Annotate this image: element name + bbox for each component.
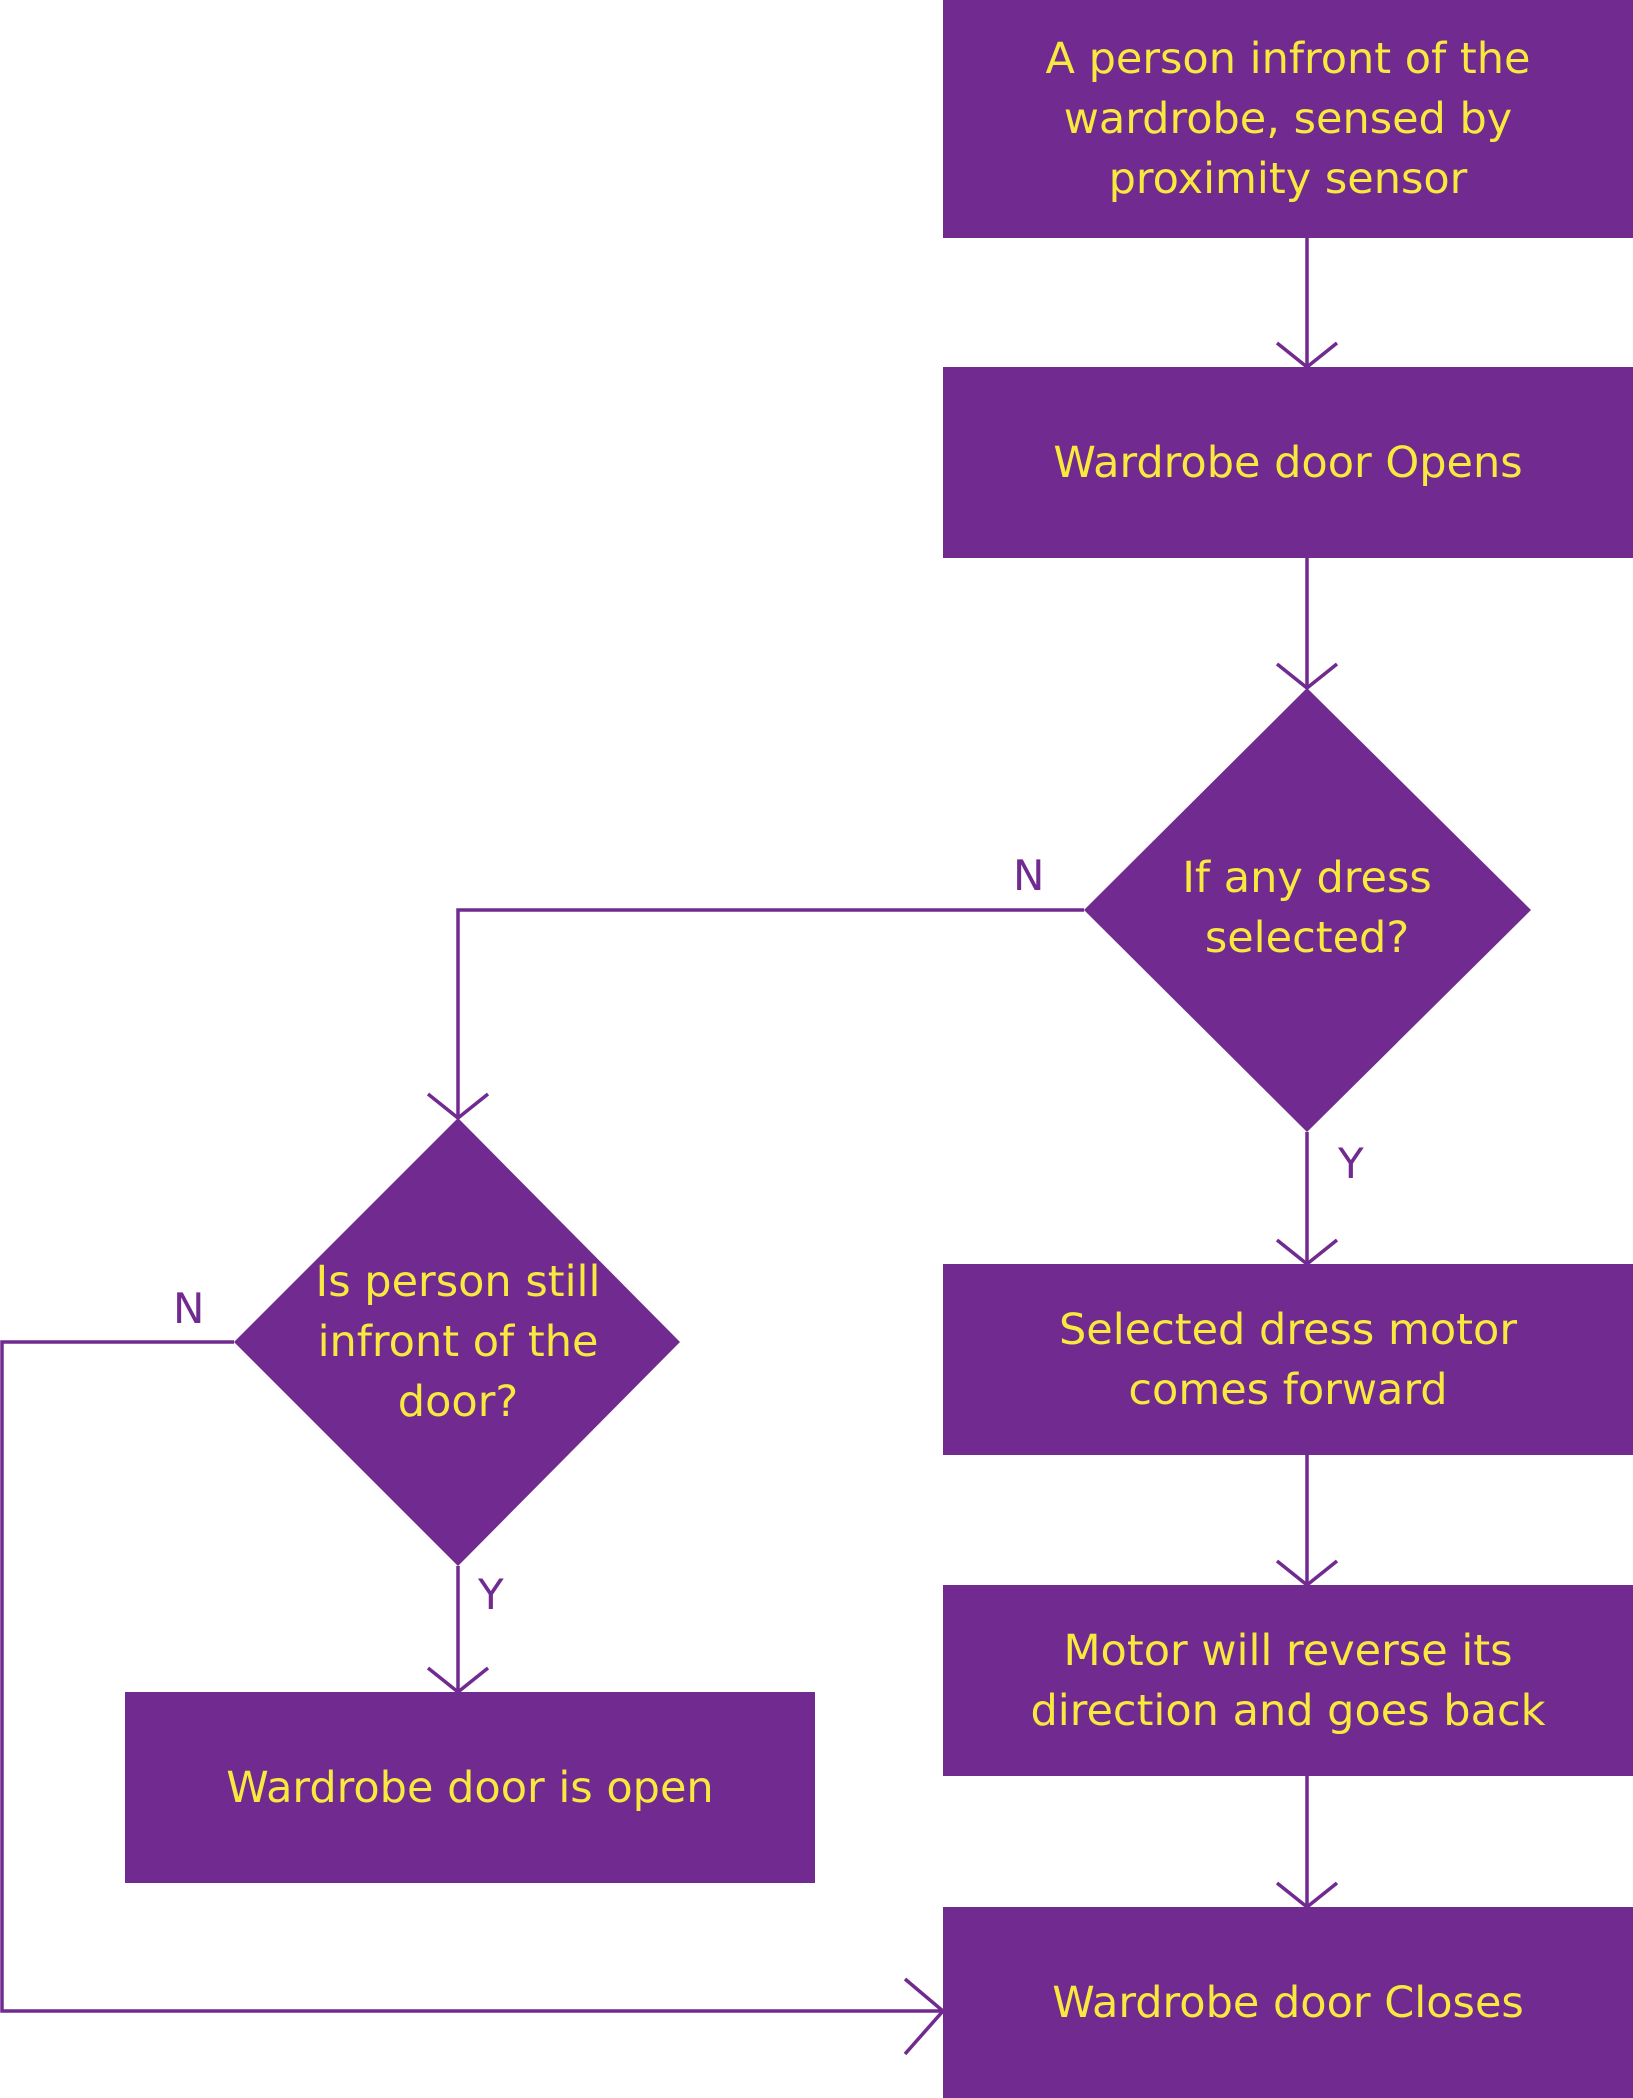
arrowhead-person-decision (426, 1092, 490, 1121)
motor-forward-box (943, 1264, 1633, 1455)
door-opens-box (943, 367, 1633, 558)
arrowhead-motor-forward (1275, 1238, 1339, 1267)
person-yes-label: Y (478, 1570, 504, 1619)
arrowhead-motor-reverse (1275, 1559, 1339, 1588)
person-no-label: N (173, 1284, 205, 1333)
door-is-open-box (125, 1692, 815, 1883)
dress-yes-label: Y (1338, 1139, 1364, 1188)
arrowhead-door-closes-left (903, 1977, 946, 2056)
door-closes-box (943, 1907, 1633, 2098)
motor-reverse-box (943, 1585, 1633, 1776)
arrowhead-door-closes-top (1275, 1881, 1339, 1910)
edge-person-no-to-door-closes (0, 1340, 943, 2013)
edge-dress-no-to-person-decision (456, 908, 1084, 1118)
start-box (943, 0, 1633, 238)
arrowhead-dress-decision (1275, 662, 1339, 691)
arrowhead-door-opens (1275, 341, 1339, 370)
dress-no-label: N (1013, 851, 1045, 900)
person-decision-diamond (234, 1118, 680, 1566)
arrowhead-door-is-open (426, 1666, 490, 1695)
dress-decision-diamond (1084, 688, 1531, 1132)
